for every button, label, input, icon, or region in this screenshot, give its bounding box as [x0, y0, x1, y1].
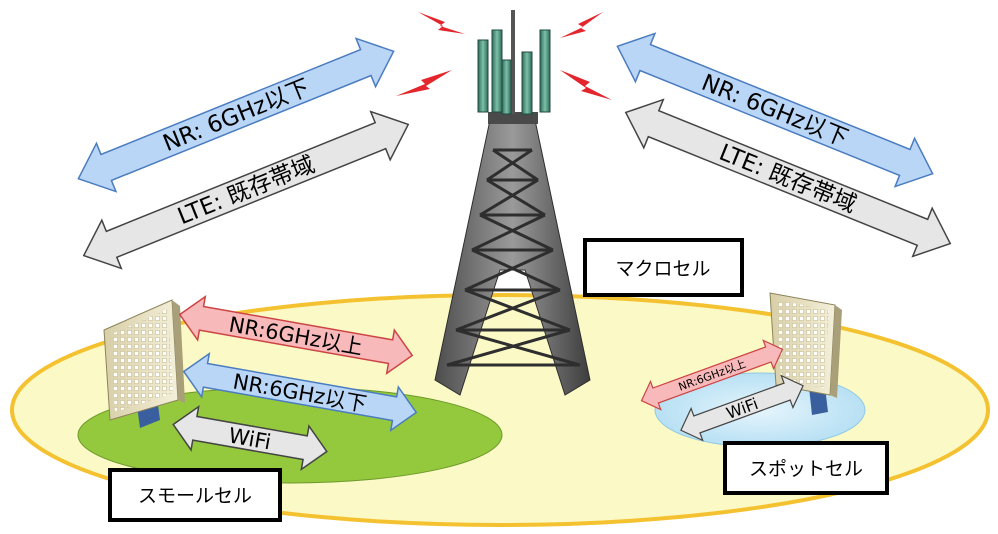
macro-right-lte-label: LTE: 既存帯域: [715, 140, 859, 219]
tower-antennas: [477, 29, 551, 115]
small-cell-antenna: [103, 299, 185, 428]
macro-left-lte-label: LTE: 既存帯域: [174, 152, 318, 231]
macro-left-nr-label: NR: 6GHz以下: [159, 75, 313, 157]
macro-left-lte-arrow: LTE: 既存帯域: [82, 110, 410, 270]
spot-cell-antenna: [769, 292, 842, 415]
macro-left-nr-arrow: NR: 6GHz以下: [77, 37, 395, 193]
small-cell-label: スモールセル: [138, 485, 252, 507]
macro-tower: [434, 10, 591, 396]
macro-cell-label: マクロセル: [615, 258, 710, 280]
small-cell-box: スモールセル: [108, 468, 282, 522]
spot-cell-label: スポットセル: [749, 458, 863, 480]
signal-bolts: [396, 12, 612, 100]
spot-cell-box: スポットセル: [723, 441, 889, 495]
small-wifi-arrow: WiFi: [172, 404, 328, 472]
macro-cell-box: マクロセル: [583, 238, 744, 297]
